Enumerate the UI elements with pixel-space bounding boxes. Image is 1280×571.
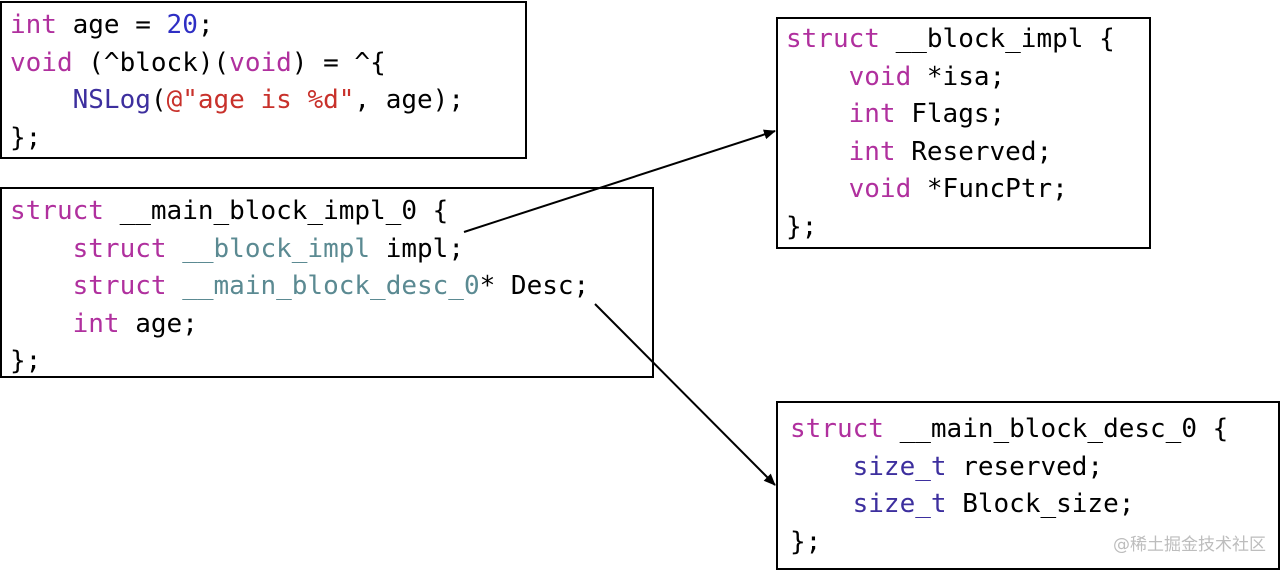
code-token: age = (56, 10, 167, 40)
code-line: int Flags; (786, 96, 1006, 134)
code-line: }; (10, 120, 41, 158)
code-token: void (848, 61, 912, 92)
watermark: @稀土掘金技术社区 (1113, 535, 1266, 555)
code-line: struct __main_block_impl_0 { (10, 193, 448, 231)
code-line: int age; (10, 306, 198, 344)
code-token: __main_block_desc_0 { (883, 414, 1229, 444)
code-token: Reserved; (895, 136, 1053, 167)
code-line: struct __main_block_desc_0* Desc; (10, 268, 590, 306)
code-token: __block_impl (182, 233, 371, 264)
code-token: Block_size; (946, 489, 1135, 520)
code-token: __main_block_impl_0 { (103, 196, 449, 226)
code-token: }; (10, 346, 42, 377)
code-token: , age); (354, 85, 464, 116)
code-token: *FuncPtr; (911, 174, 1068, 205)
block-impl-struct-box: struct __block_impl { void *isa; int Fla… (776, 17, 1151, 249)
code-token: struct (786, 24, 880, 54)
code-token: impl; (370, 233, 464, 264)
code-token: ; (197, 10, 214, 40)
code-token: age; (119, 308, 198, 339)
code-token: void (229, 47, 292, 78)
code-line: }; (786, 209, 817, 247)
code-token: struct (10, 196, 104, 226)
code-line: NSLog(@"age is %d", age); (10, 82, 464, 120)
code-token: 20 (166, 10, 198, 40)
code-token: size_t (852, 451, 947, 482)
impl-to-block-impl-arrow (463, 129, 776, 233)
code-token: NSLog (72, 85, 151, 116)
code-token: }; (10, 122, 42, 153)
code-token: struct (72, 233, 167, 264)
code-snippet-box: int age = 20;void (^block)(void) = ^{ NS… (0, 1, 527, 159)
code-token: }; (786, 212, 818, 242)
code-token: int (848, 99, 896, 130)
code-line: }; (790, 524, 821, 562)
desc-to-main-block-desc-arrow (594, 303, 776, 486)
code-line: size_t reserved; (790, 449, 1103, 487)
code-line: size_t Block_size; (790, 486, 1135, 524)
code-line: struct __main_block_desc_0 { (790, 411, 1228, 449)
main-block-impl-struct-box: struct __main_block_impl_0 { struct __bl… (0, 187, 654, 378)
code-token: int (10, 10, 57, 40)
code-token: @"age is %d" (166, 85, 355, 116)
code-token: ) = ^{ (291, 47, 386, 78)
code-token: *isa; (911, 61, 1006, 92)
code-line: struct __block_impl impl; (10, 231, 464, 269)
code-line: int age = 20; (10, 7, 214, 45)
code-token: void (10, 47, 73, 78)
code-token: }; (790, 526, 822, 557)
code-token: * Desc; (479, 271, 590, 302)
code-token: __block_impl { (879, 24, 1115, 54)
code-token: size_t (852, 489, 947, 520)
code-line: void (^block)(void) = ^{ (10, 45, 386, 83)
code-line: struct __block_impl { (786, 21, 1115, 59)
main-block-desc-struct-box: struct __main_block_desc_0 { size_t rese… (776, 401, 1280, 570)
code-line: }; (10, 343, 41, 381)
code-line: int Reserved; (786, 134, 1053, 172)
code-token: (^block)( (72, 47, 230, 78)
code-token: reserved; (946, 451, 1104, 482)
code-line: void *isa; (786, 59, 1006, 97)
code-line: void *FuncPtr; (786, 171, 1068, 209)
code-token: int (72, 308, 120, 339)
code-token: ( (150, 85, 167, 116)
code-token: Flags; (895, 99, 1006, 130)
code-token: void (848, 174, 912, 205)
code-token: __main_block_desc_0 (182, 271, 480, 302)
code-token: struct (72, 271, 167, 302)
code-token: struct (790, 414, 884, 444)
code-token: int (848, 136, 896, 167)
